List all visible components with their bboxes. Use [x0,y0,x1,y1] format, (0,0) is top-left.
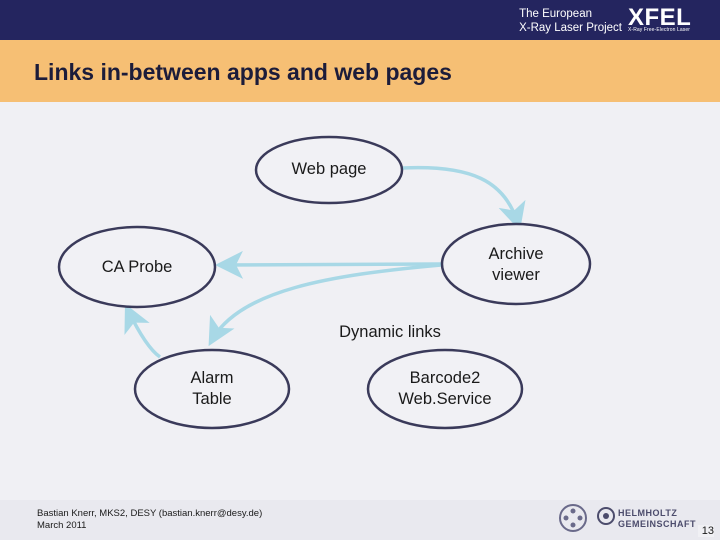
organization-name: The European X-Ray Laser Project [519,7,622,35]
arrow-webpage-to-archive [402,165,526,231]
helmholtz-logo-text: HELMHOLTZ GEMEINSCHAFT [618,508,696,530]
slide-title: Links in-between apps and web pages [34,59,452,85]
organization-line-1: The European [519,8,592,20]
alarm-line-1: Alarm [190,369,234,387]
node-label-ca-probe: CA Probe [101,258,173,276]
barcode-line-2: Web.Service [398,390,492,408]
node-label-alarm-table: Alarm Table [135,368,289,410]
node-ca-probe [57,225,217,309]
node-label-archive-viewer: Archive viewer [442,244,590,286]
organization-line-2: X-Ray Laser Project [519,22,622,34]
arrow-alarm-to-caprobe [124,303,162,359]
footer-credits: Bastian Knerr, MKS2, DESY (bastian.knerr… [37,508,262,532]
helmholtz-logo-icon [597,507,615,525]
dynamic-links-label: Dynamic links [339,323,441,341]
arrow-archive-to-alarm [208,263,442,347]
title-bar [0,40,720,102]
page-number: 13 [698,525,714,537]
node-label-barcode-webservice: Barcode2 Web.Service [368,368,522,410]
footer-date: March 2011 [37,520,87,531]
helmholtz-line-2: GEMEINSCHAFT [618,519,696,529]
header-bar [0,0,720,40]
xfel-logo: XFEL [628,4,692,31]
helmholtz-line-1: HELMHOLTZ [618,508,678,518]
node-barcode-webservice [366,348,524,430]
node-web-page [254,135,404,205]
alarm-line-2: Table [192,390,232,408]
node-archive-viewer [440,222,592,306]
node-alarm-table [133,348,291,430]
desy-logo [559,504,587,532]
archive-line-2: viewer [492,266,540,284]
xfel-logo-tagline: X-Ray Free-Electron Laser [628,27,690,33]
footer-author: Bastian Knerr, MKS2, DESY (bastian.knerr… [37,508,263,519]
node-label-web-page: Web page [291,160,367,178]
barcode-line-1: Barcode2 [409,369,481,387]
arrow-archive-to-caprobe [215,250,442,279]
archive-line-1: Archive [488,245,544,263]
